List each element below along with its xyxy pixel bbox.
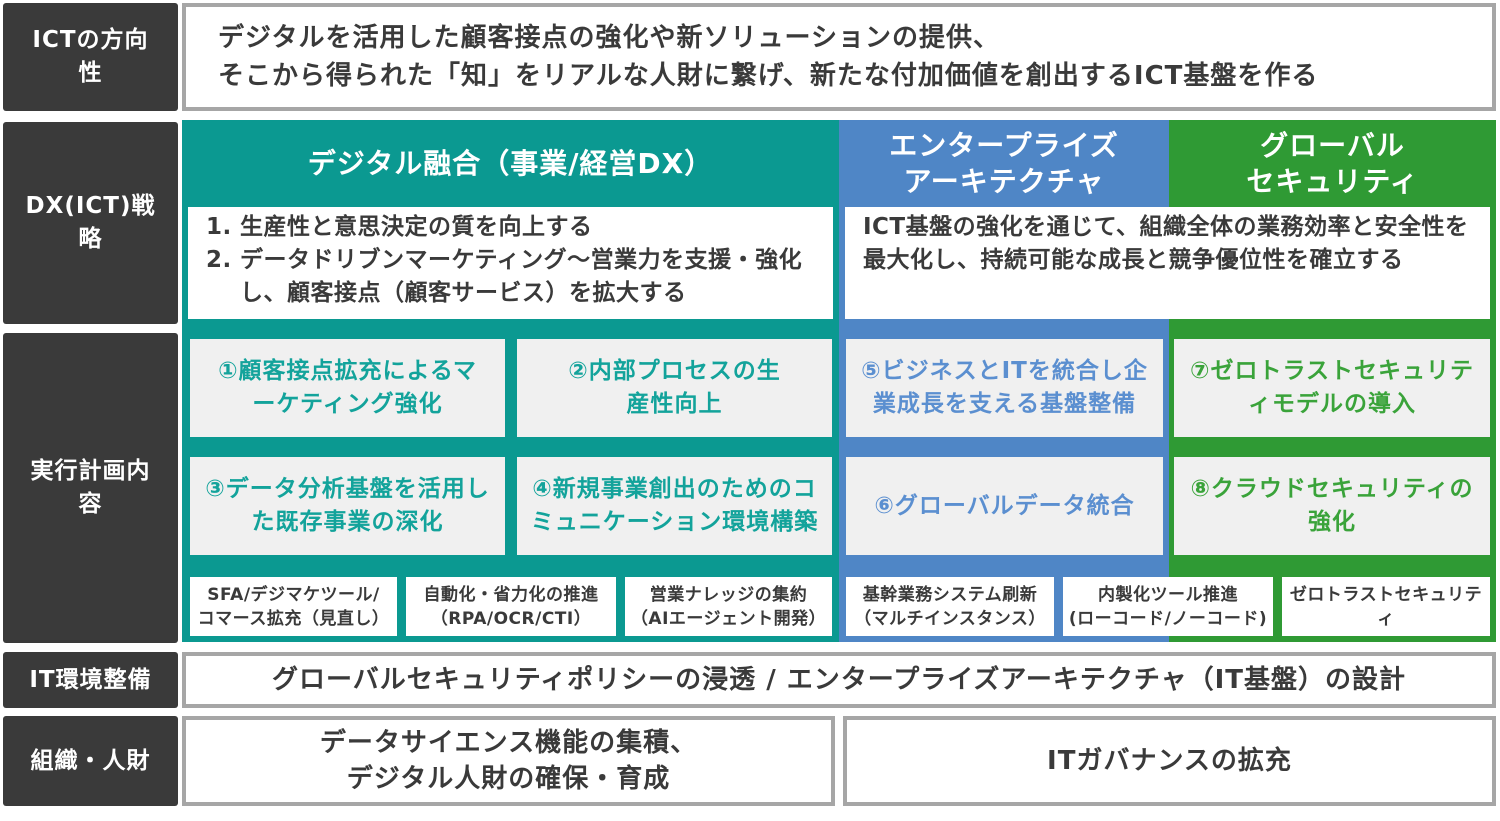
tool-4-line-2: （マルチインスタンス） (854, 608, 1046, 629)
enterprise-title-line-1: エンタープライズ (889, 129, 1119, 162)
tool-1-line-2: コマース拡充（見直し） (197, 608, 390, 629)
plan-box-3: ③データ分析基盤を活用した既存事業の深化 (190, 457, 505, 555)
org-left-box: データサイエンス機能の集積、 デジタル人財の確保・育成 (182, 716, 835, 806)
row-label-direction: ICTの方向性 (3, 3, 178, 111)
security-title-line-2: セキュリティ (1246, 165, 1419, 198)
plan-label-text: 実行計画内容 (30, 458, 151, 517)
vision-box: デジタルを活用した顧客接点の強化や新ソリューションの提供、 そこから得られた「知… (182, 3, 1496, 111)
plan-box-6: ⑥グローバルデータ統合 (846, 457, 1163, 555)
security-column-title: グローバル セキュリティ (1169, 124, 1496, 204)
strategy-label-text: DX(ICT)戦略 (25, 193, 156, 252)
row-label-org: 組織・人財 (3, 716, 178, 806)
enterprise-title-line-2: アーキテクチャ (903, 165, 1105, 198)
digital-strategy-box: 1. 生産性と意思決定の質を向上する 2. データドリブンマーケティング～営業力… (188, 207, 833, 319)
strategy-item-1-num: 1. (206, 214, 232, 240)
tool-box-6: ゼロトラストセキュリティ (1282, 577, 1490, 636)
plan-8-text: ⑧クラウドセキュリティの強化 (1190, 476, 1474, 535)
org-label-text: 組織・人財 (30, 747, 151, 774)
strategy-item-2-num: 2. (206, 247, 232, 273)
tool-2-line-2: （RPA/OCR/CTI） (430, 608, 592, 629)
org-left-line-1: データサイエンス機能の集積、 (319, 728, 698, 758)
plan-box-2: ②内部プロセスの生産性向上 (517, 339, 832, 437)
plan-7-text: ⑦ゼロトラストセキュリティモデルの導入 (1189, 358, 1474, 417)
strategy-item-1-text: 生産性と意思決定の質を向上する (240, 214, 593, 240)
tool-box-4: 基幹業務システム刷新 （マルチインスタンス） (846, 577, 1054, 636)
plan-box-7: ⑦ゼロトラストセキュリティモデルの導入 (1174, 339, 1490, 437)
enterprise-security-strategy-box: ICT基盤の強化を通じて、組織全体の業務効率と安全性を最大化し、持続可能な成長と… (845, 207, 1490, 319)
it-env-box: グローバルセキュリティポリシーの浸透 / エンタープライズアーキテクチャ（IT基… (182, 652, 1496, 708)
tool-box-3: 営業ナレッジの集約 （AIエージェント開発） (625, 577, 832, 636)
row-label-strategy: DX(ICT)戦略 (3, 122, 178, 324)
plan-box-5: ⑤ビジネスとITを統合し企業成長を支える基盤整備 (846, 339, 1163, 437)
tool-2-line-1: 自動化・省力化の推進 (423, 584, 599, 605)
plan-2-text: ②内部プロセスの生産性向上 (568, 358, 781, 417)
security-title-line-1: グローバル (1260, 129, 1405, 162)
tool-3-line-2: （AIエージェント開発） (630, 608, 827, 629)
tool-1-line-1: SFA/デジマケツール/ (207, 584, 380, 605)
tool-4-line-1: 基幹業務システム刷新 (862, 584, 1038, 605)
plan-5-text: ⑤ビジネスとITを統合し企業成長を支える基盤整備 (861, 358, 1148, 417)
tool-5-line-1: 内製化ツール推進 (1098, 584, 1238, 605)
plan-box-1: ①顧客接点拡充によるマーケティング強化 (190, 339, 505, 437)
direction-label-text: ICTの方向性 (32, 27, 149, 86)
it-env-label-text: IT環境整備 (29, 666, 152, 693)
digital-column-title: デジタル融合（事業/経営DX） (182, 124, 839, 204)
it-env-text: グローバルセキュリティポリシーの浸透 / エンタープライズアーキテクチャ（IT基… (271, 665, 1407, 695)
plan-box-8: ⑧クラウドセキュリティの強化 (1174, 457, 1490, 555)
tool-box-1: SFA/デジマケツール/ コマース拡充（見直し） (190, 577, 397, 636)
strategy-item-2-text: データドリブンマーケティング～営業力を支援・強化し、顧客接点（顧客サービス）を拡… (240, 247, 803, 306)
tool-5-line-2: (ローコード/ノーコード) (1068, 608, 1268, 629)
plan-3-text: ③データ分析基盤を活用した既存事業の深化 (205, 476, 490, 535)
plan-4-text: ④新規事業創出のためのコミュニケーション環境構築 (530, 476, 819, 535)
enterprise-security-strategy-text: ICT基盤の強化を通じて、組織全体の業務効率と安全性を最大化し、持続可能な成長と… (863, 214, 1469, 273)
org-right-box: ITガバナンスの拡充 (843, 716, 1496, 806)
tool-box-5: 内製化ツール推進 (ローコード/ノーコード) (1063, 577, 1273, 636)
plan-1-text: ①顧客接点拡充によるマーケティング強化 (218, 358, 477, 417)
row-label-it-env: IT環境整備 (3, 652, 178, 708)
plan-box-4: ④新規事業創出のためのコミュニケーション環境構築 (517, 457, 832, 555)
vision-line-2: そこから得られた「知」をリアルな人財に繋げ、新たな付加価値を創出するICT基盤を… (218, 61, 1319, 91)
org-right-text: ITガバナンスの拡充 (1047, 746, 1292, 776)
plan-6-text: ⑥グローバルデータ統合 (874, 492, 1135, 519)
digital-title-text: デジタル融合（事業/経営DX） (307, 147, 714, 180)
strategy-item-1: 1. 生産性と意思決定の質を向上する (206, 211, 815, 244)
tool-box-2: 自動化・省力化の推進 （RPA/OCR/CTI） (406, 577, 616, 636)
org-left-line-2: デジタル人財の確保・育成 (346, 764, 671, 794)
vision-line-1: デジタルを活用した顧客接点の強化や新ソリューションの提供、 (218, 23, 1000, 53)
enterprise-column-title: エンタープライズ アーキテクチャ (839, 124, 1169, 204)
tool-6-text: ゼロトラストセキュリティ (1289, 584, 1483, 629)
tool-3-line-1: 営業ナレッジの集約 (649, 584, 808, 605)
strategy-item-2: 2. データドリブンマーケティング～営業力を支援・強化し、顧客接点（顧客サービス… (206, 244, 815, 310)
row-label-plan: 実行計画内容 (3, 333, 178, 643)
